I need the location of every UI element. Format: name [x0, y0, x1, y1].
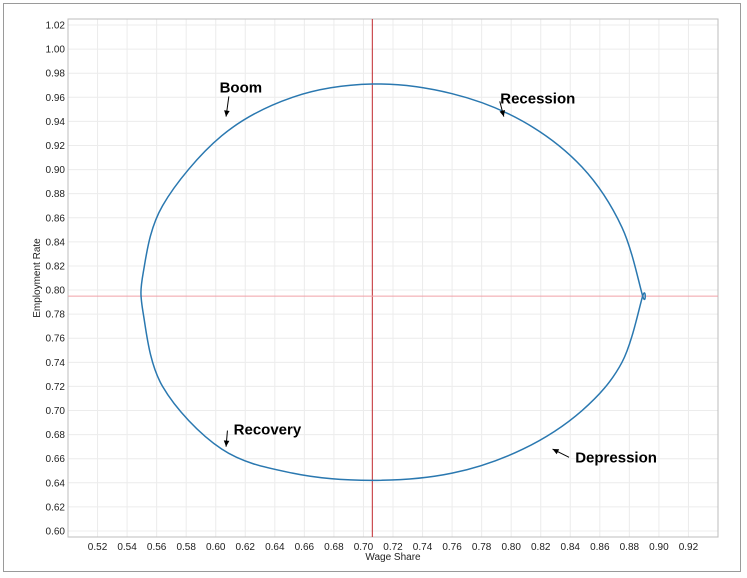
y-tick-label: 0.70 [46, 406, 66, 417]
series-layer [140, 83, 646, 482]
y-tick-label: 1.02 [46, 21, 66, 32]
y-axis-title: Employment Rate [32, 238, 43, 318]
x-tick-label: 0.66 [295, 542, 315, 553]
x-tick-label: 0.72 [383, 542, 403, 553]
x-tick-label: 0.54 [117, 542, 137, 553]
x-tick-label: 0.58 [176, 542, 196, 553]
x-tick-label: 0.70 [354, 542, 374, 553]
y-tick-label: 0.72 [46, 382, 66, 393]
y-tick-label: 0.68 [46, 430, 66, 441]
y-tick-label: 0.86 [46, 213, 66, 224]
annotation-arrow-head [552, 449, 560, 455]
plot-area-border [67, 18, 719, 538]
annotation-label: Boom [220, 79, 263, 96]
y-tick-label: 0.94 [46, 117, 66, 128]
x-tick-label: 0.86 [590, 542, 610, 553]
y-tick-label: 0.74 [46, 358, 66, 369]
x-tick-labels: 0.52 0.54 0.56 0.58 0.60 0.62 0.64 0.66 0.68 0.70… [88, 542, 699, 553]
y-tick-label: 0.60 [46, 526, 66, 537]
x-tick-label: 0.74 [413, 542, 433, 553]
y-tick-label: 0.88 [46, 189, 66, 200]
x-tick-label: 0.60 [206, 542, 226, 553]
y-tick-label: 0.62 [46, 502, 66, 513]
grid [68, 19, 718, 537]
x-tick-label: 0.90 [649, 542, 669, 553]
x-tick-label: 0.80 [501, 542, 521, 553]
y-tick-label: 0.82 [46, 261, 66, 272]
x-tick-label: 0.64 [265, 542, 285, 553]
annotation-label: Recession [500, 90, 575, 107]
x-tick-label: 0.62 [236, 542, 256, 553]
y-tick-label: 0.98 [46, 69, 66, 80]
x-tick-label: 0.92 [679, 542, 699, 553]
y-tick-label: 0.90 [46, 165, 66, 176]
x-tick-label: 0.82 [531, 542, 551, 553]
x-tick-label: 0.56 [147, 542, 167, 553]
y-tick-label: 0.92 [46, 141, 66, 152]
series-line [140, 83, 646, 482]
x-tick-label: 0.68 [324, 542, 344, 553]
y-tick-label: 0.80 [46, 286, 66, 297]
y-tick-labels: 0.60 0.62 0.64 0.66 0.68 0.70 0.72 0.74 0.76 0.78… [46, 21, 66, 538]
y-tick-label: 0.64 [46, 478, 66, 489]
annotation-arrow-head [223, 440, 230, 447]
annotation-label: Depression [575, 449, 657, 466]
x-tick-label: 0.52 [88, 542, 108, 553]
annotation-label: Recovery [234, 422, 302, 439]
x-tick-label: 0.84 [561, 542, 581, 553]
y-tick-label: 1.00 [46, 45, 66, 56]
annotation-arrow-head [499, 110, 505, 117]
x-axis-title: Wage Share [365, 552, 421, 563]
y-tick-label: 0.66 [46, 454, 66, 465]
y-tick-label: 0.84 [46, 237, 66, 248]
x-tick-label: 0.78 [472, 542, 492, 553]
y-tick-label: 0.96 [46, 93, 66, 104]
x-tick-label: 0.76 [442, 542, 462, 553]
reference-lines [68, 19, 718, 537]
annotation-arrow-head [224, 110, 230, 117]
y-tick-label: 0.78 [46, 310, 66, 321]
x-tick-label: 0.88 [620, 542, 640, 553]
y-tick-label: 0.76 [46, 334, 66, 345]
